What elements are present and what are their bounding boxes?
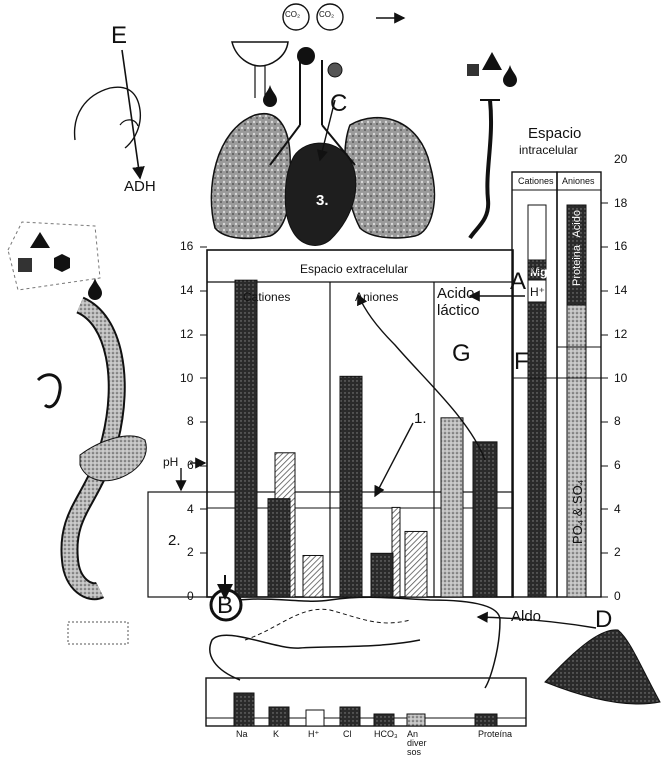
y-tick-right: 12 [614,327,627,341]
urine-category-label: Proteína [478,730,512,739]
intra-cationes-header: Cationes [518,176,554,186]
y-tick-left: 6 [187,458,194,472]
intra-aniones-header: Aniones [562,176,595,186]
intracellular-title-2: intracelular [519,143,578,157]
extracellular-cationes-header: Cationes [243,290,290,304]
intracellular-title-1: Espacio [528,125,581,142]
y-tick-left: 14 [180,283,193,297]
lactico-label: láctico [437,302,480,319]
gi-tract-illustration [38,305,146,644]
label-3: 3. [316,192,329,209]
y-tick-left: 4 [187,502,194,516]
bar-h [303,555,323,597]
bar-andiversos [405,531,427,597]
y-tick-right: 18 [614,196,627,210]
y-tick-left: 10 [180,371,193,385]
y-tick-left: 8 [187,414,194,428]
y-tick-right: 2 [614,545,621,559]
co2-label-2: CO₂ [319,10,334,19]
kidney-tubule [210,590,500,688]
nerve-illustration [467,52,517,238]
label-D: D [595,606,612,634]
adrenal-gland [545,630,660,704]
intracellular-y-ticks [601,203,608,597]
y-tick-right: 14 [614,283,627,297]
label-C: C [330,90,347,118]
urine-category-label: An diver sos [407,730,429,757]
hypothalamus-illustration [75,50,141,178]
y-tick-right: 6 [614,458,621,472]
extracellular-bars [235,280,497,597]
label-2: 2. [168,532,181,549]
extracellular-title: Espacio extracelular [300,262,408,276]
y-tick-right: 8 [614,414,621,428]
intra-na-label: Na [530,265,542,275]
extracellular-aniones-header: Aniones [355,290,398,304]
label-B: B [217,592,233,620]
y-tick-left: 0 [187,589,194,603]
y-tick-right: 4 [614,502,621,516]
bar-na [235,280,257,597]
intracellular-columns [512,172,601,597]
y-tick-left: 16 [180,239,193,253]
urine-category-label: K [273,730,279,739]
label-A: A [510,268,526,296]
bar-k [268,499,290,597]
intra-acido-label: Acido [571,210,583,238]
ph-label: pH [163,455,178,469]
y-tick-left: 2 [187,545,194,559]
urine-category-label: Na [236,730,248,739]
y-tick-right: 20 [614,152,627,166]
y-tick-right: 10 [614,371,627,385]
intra-po4-so4-label: PO₄ & SO₄ [570,480,585,544]
urine-category-label: Cl [343,730,352,739]
label-F: F [514,348,529,376]
urine-category-label: HCO₃ [374,730,398,739]
label-adh: ADH [124,178,156,195]
bar-overlay [441,418,463,597]
intra-h-label: H⁺ [530,285,545,299]
intra-proteina-label: Proteina [571,245,583,286]
alveoli-cup [232,42,288,98]
y-tick-left: 12 [180,327,193,341]
extracellular-y-ticks [200,247,207,597]
cell-symbols-left [8,222,102,300]
label-G: G [452,340,471,368]
urine-category-label: H⁺ [308,730,319,739]
bar-protena [473,442,497,597]
bar-cl [340,376,362,597]
co2-label-1: CO₂ [285,10,300,19]
label-E: E [111,22,127,50]
y-tick-right: 0 [614,589,621,603]
y-tick-right: 16 [614,239,627,253]
aldo-label: Aldo [511,608,541,625]
label-1: 1. [414,410,427,427]
urine-chart [206,678,526,726]
acido-label: Acido [437,285,475,302]
bar-hco [371,553,393,597]
